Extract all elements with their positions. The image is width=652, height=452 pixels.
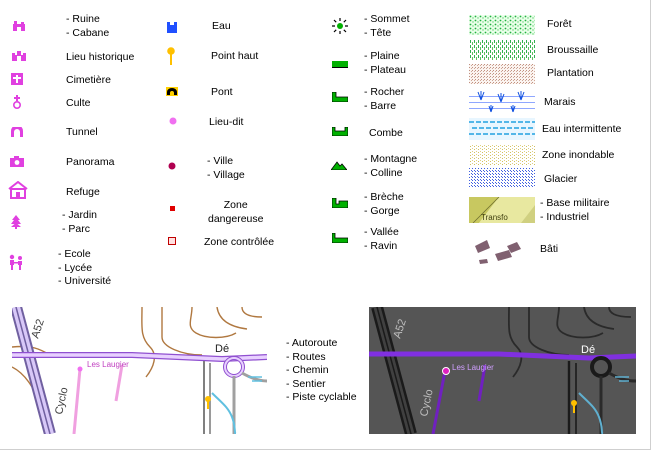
marsh-label: Marais: [544, 96, 576, 108]
plain-label: - Plaine - Plateau: [364, 50, 407, 76]
school-label: - Ecole - Lycée - Université: [58, 248, 112, 287]
cemetery-icon: [11, 73, 23, 85]
les-laugier-label-dark: Les Laugier: [452, 363, 494, 372]
worship-label: Culte: [66, 97, 91, 109]
panorama-label: Panorama: [66, 156, 115, 168]
de-label-dark: Dé: [581, 344, 595, 356]
les-laugier-label-light: Les Laugier: [87, 360, 129, 369]
high-point-label: Point haut: [211, 50, 259, 62]
military-industrial-swatch: Transfo: [469, 197, 535, 223]
flood-zone-swatch: [469, 145, 535, 165]
bridge-icon: [166, 87, 178, 96]
cyclo-label-light: Cyclo: [53, 386, 70, 415]
rock-label: - Rocher - Barre: [364, 86, 405, 112]
summit-label: - Sommet - Tête: [364, 13, 410, 39]
transfo-label: Transfo: [481, 213, 508, 222]
tunnel-icon: [11, 127, 23, 137]
forest-label: Forêt: [547, 18, 572, 30]
danger-zone-icon: [170, 206, 175, 211]
combe-icon: [332, 127, 348, 136]
intermittent-water-label: Eau intermittente: [542, 123, 622, 135]
ruin-label: - Ruine - Cabane: [66, 13, 110, 39]
town-icon: [168, 162, 176, 170]
scrub-swatch: [469, 40, 535, 60]
valley-label: - Vallée - Ravin: [364, 226, 399, 252]
controlled-zone-label: Zone contrôlée: [204, 236, 275, 248]
gorge-icon: [332, 198, 348, 208]
a52-label-dark: A52: [391, 318, 408, 340]
plain-icon: [332, 61, 348, 68]
cemetery-label: Cimetière: [66, 74, 111, 86]
locality-label: Lieu-dit: [209, 116, 244, 128]
forest-swatch: [469, 15, 535, 35]
mountain-icon: [331, 161, 347, 170]
bridge-label: Pont: [211, 86, 233, 98]
scrub-label: Broussaille: [547, 44, 599, 56]
refuge-icon: [8, 181, 28, 199]
tunnel-label: Tunnel: [66, 126, 98, 138]
summit-icon: [332, 18, 348, 34]
a52-label-light: A52: [29, 318, 46, 340]
marsh-swatch: [469, 88, 535, 114]
plantation-swatch: [469, 64, 535, 84]
road-map-light: A52 Les Laugier Cyclo Dé: [12, 307, 267, 434]
ruin-icon: [13, 21, 25, 31]
garden-icon: [11, 215, 21, 229]
historic-site-icon: [12, 51, 26, 61]
garden-label: - Jardin - Parc: [62, 209, 98, 235]
water-label: Eau: [212, 20, 231, 32]
gorge-label: - Brèche - Gorge: [364, 191, 404, 217]
locality-icon: [169, 117, 177, 125]
danger-zone-label: Zone dangereuse: [208, 199, 264, 225]
glacier-swatch: [469, 168, 535, 188]
mountain-label: - Montagne - Colline: [364, 153, 418, 179]
rock-icon: [332, 92, 348, 102]
school-icon: [9, 254, 22, 270]
worship-icon: [13, 95, 21, 109]
plantation-label: Plantation: [547, 67, 594, 79]
town-label: - Ville - Village: [207, 155, 245, 181]
glacier-label: Glacier: [544, 173, 578, 185]
valley-icon: [332, 233, 348, 243]
military-industrial-label: - Base militaire - Industriel: [540, 197, 610, 223]
road-legend-label: - Autoroute - Routes - Chemin - Sentier …: [286, 337, 357, 403]
refuge-label: Refuge: [66, 186, 100, 198]
panorama-icon: [10, 156, 24, 167]
combe-label: Combe: [369, 127, 403, 139]
water-icon: [167, 22, 177, 33]
road-map-dark: A52 Les Laugier Cyclo Dé: [369, 307, 636, 434]
intermittent-water-swatch: [469, 118, 535, 140]
building-label: Bâti: [540, 243, 559, 255]
cyclo-label-dark: Cyclo: [418, 388, 435, 417]
historic-site-label: Lieu historique: [66, 51, 135, 63]
high-point-icon: [167, 47, 175, 65]
de-label-light: Dé: [215, 343, 229, 355]
building-swatch: [475, 240, 521, 264]
flood-zone-label: Zone inondable: [542, 149, 615, 161]
controlled-zone-icon: [168, 237, 176, 245]
